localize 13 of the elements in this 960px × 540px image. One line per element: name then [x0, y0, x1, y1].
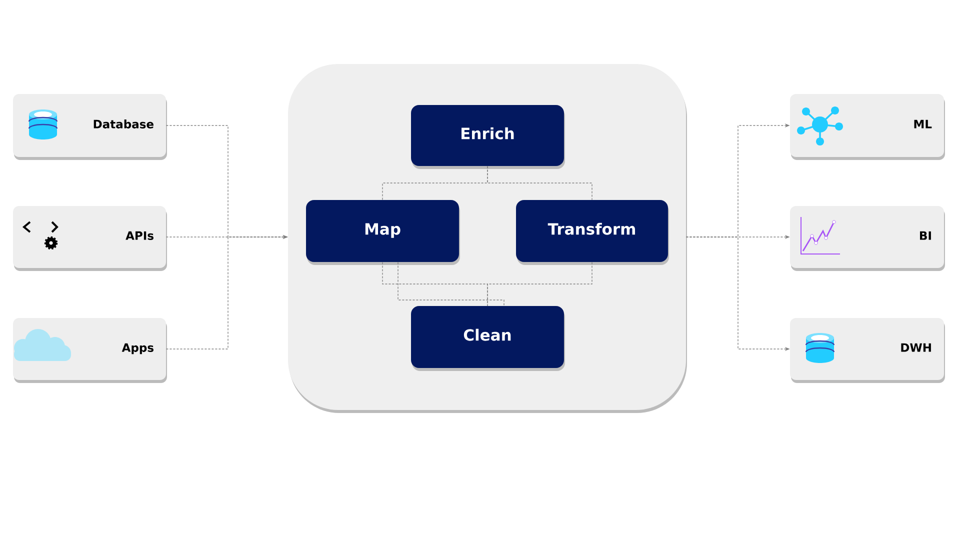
step-box: Clean: [411, 306, 564, 368]
step-box: Transform: [516, 200, 668, 262]
connector: [398, 262, 504, 306]
step-box: Enrich: [411, 105, 564, 166]
source-box: Database: [13, 94, 166, 157]
source-box: APIs: [13, 206, 166, 268]
target-box: BI: [790, 206, 944, 268]
connector: [487, 262, 592, 306]
connector: [487, 166, 592, 200]
connector: [382, 262, 488, 306]
target-box: ML: [790, 94, 944, 157]
step-box: Map: [306, 200, 459, 262]
target-box: DWH: [790, 318, 944, 380]
